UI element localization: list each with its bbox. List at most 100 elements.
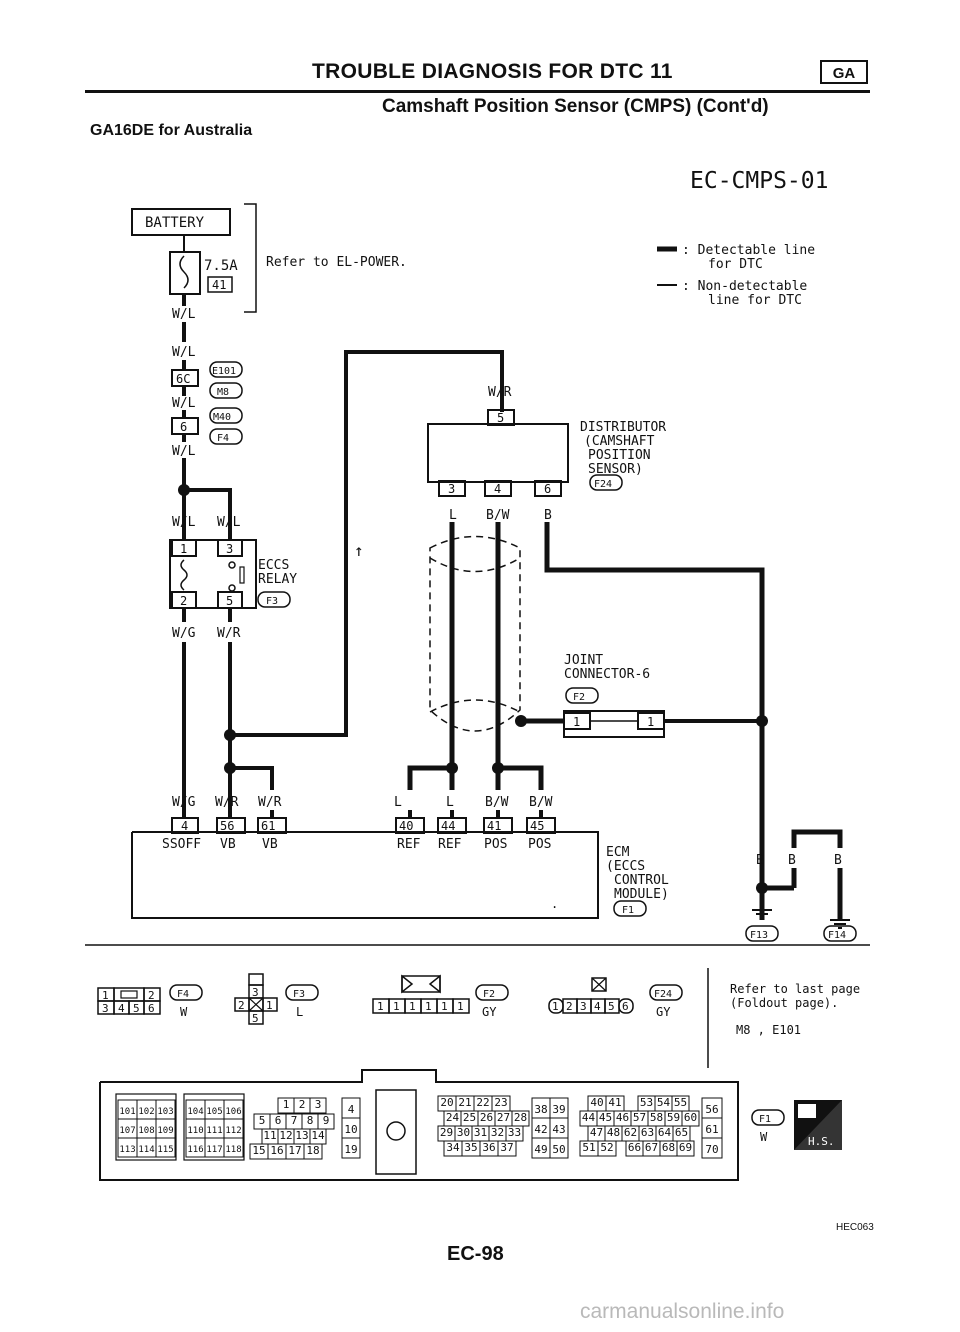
ecm-wire-l-1: L [394, 795, 402, 810]
ecm-pin-number: 68 [662, 1141, 675, 1154]
connector-view-f24-label: F24 [654, 989, 672, 1000]
ecm-block: 4 56 61 40 44 41 45 SSOFF VB VB REF REF … [131, 817, 669, 919]
svg-text:5: 5 [608, 1000, 615, 1013]
hs-badge: H.S. [794, 1100, 842, 1150]
connector-view-f2: 1 1 1 1 1 1 F2 GY [372, 974, 509, 1019]
wire-label-wr-1: W/R [217, 626, 241, 641]
ecm-pin-number: 41 [608, 1096, 621, 1109]
ecm-pin-number: 69 [679, 1141, 692, 1154]
svg-text:3: 3 [252, 986, 259, 999]
ecm-pin-number: 30 [457, 1126, 470, 1139]
ecm-label-3: CONTROL [614, 873, 669, 888]
ecm-pin-number: 4 [348, 1103, 355, 1116]
ecm-pin-number: 37 [500, 1141, 513, 1154]
battery-block: BATTERY Refer to EL-POWER. 7.5A 41 [131, 203, 407, 313]
watermark: carmanualsonline.info [580, 1300, 785, 1323]
ecm-pin-number: 110 [187, 1126, 203, 1136]
svg-text:6: 6 [622, 1000, 629, 1013]
connector-view-f2-color: GY [482, 1005, 497, 1019]
ecm-pin-number: 40 [590, 1096, 603, 1109]
ecm-connector-outline [99, 1069, 739, 1181]
relay-coil-icon [180, 559, 188, 591]
ecm-pin-number: 26 [480, 1111, 493, 1124]
ecm-pin-number: 20 [440, 1096, 453, 1109]
ecm-label-2: (ECCS [606, 859, 645, 874]
ecm-pin-number: 23 [494, 1096, 507, 1109]
ecm-pin-4: 4 [181, 819, 188, 833]
ecm-terminal-vb-1: VB [220, 837, 236, 852]
distributor-pin-6: 6 [544, 482, 551, 496]
relay-switch-icon [228, 561, 236, 569]
wire-label-wl-3: W/L [172, 396, 196, 411]
ecm-pin-number: 104 [187, 1107, 203, 1117]
svg-text:5: 5 [133, 1002, 140, 1015]
ecm-pin-number: 43 [552, 1123, 565, 1136]
ecm-pin-41: 41 [487, 819, 501, 833]
ecm-pin-number: 11 [263, 1129, 276, 1142]
relay-pin-3: 3 [226, 542, 233, 556]
foldout-note-refs: M8 , E101 [736, 1023, 801, 1037]
power-note: Refer to EL-POWER. [266, 255, 407, 270]
legend: : Detectable line for DTC : Non-detectab… [657, 243, 815, 308]
ecm-pin-number: 2 [299, 1098, 306, 1111]
ecm-pin-number: 42 [534, 1123, 547, 1136]
ecm-pin-cell [341, 1137, 361, 1159]
ground-icon [830, 919, 850, 929]
svg-text:2: 2 [238, 999, 245, 1012]
ecm-pin-number: 1 [283, 1098, 290, 1111]
ecm-terminal-ref-1: REF [397, 837, 421, 852]
ecm-pin-number: 8 [307, 1114, 314, 1127]
ecm-pin-number: 62 [624, 1126, 637, 1139]
connector-f24 [589, 474, 623, 491]
connector-f24-label: F24 [594, 479, 612, 490]
connector-view-f3: 3 2 1 5 F3 L [234, 973, 319, 1025]
ecm-pin-number: 106 [225, 1107, 241, 1117]
ecm-pin-number: 46 [616, 1111, 629, 1124]
legend-detectable: : Detectable line [682, 243, 815, 258]
svg-text:1: 1 [457, 1000, 464, 1013]
ecm-wire-bw-2: B/W [529, 795, 553, 810]
ecm-pin-cell [597, 1140, 617, 1157]
wire-label-wl-5: W/L [172, 515, 196, 530]
ecm-pin-number: 49 [534, 1143, 547, 1156]
joint-pin-1a: 1 [573, 715, 580, 729]
connector-f2 [565, 687, 599, 704]
ecm-pin-number: 19 [344, 1143, 357, 1156]
connector-view-f3-label: F3 [293, 989, 305, 1000]
legend-nondetectable: : Non-detectable [682, 279, 807, 294]
relay-label-2: RELAY [258, 572, 297, 587]
ecm-pin-number: 34 [446, 1141, 460, 1154]
connector-f3-label: F3 [266, 596, 278, 607]
ecm-terminal-pos-1: POS [484, 837, 507, 852]
svg-text:1: 1 [409, 1000, 416, 1013]
ecm-pin-number: 3 [315, 1098, 322, 1111]
svg-text:.: . [551, 897, 558, 911]
ecm-pin-number: 48 [607, 1126, 620, 1139]
ecm-pin-number: 15 [252, 1144, 265, 1157]
connector-view-f3-color: L [296, 1005, 303, 1019]
legend-detectable-2: for DTC [708, 257, 763, 272]
connector-m8 [209, 382, 243, 399]
ecm-pin-number: 64 [658, 1126, 672, 1139]
ecm-pin-cell [155, 1137, 176, 1158]
wire-label-wr-dist: W/R [488, 385, 512, 400]
distributor-label-2: (CAMSHAFT [584, 434, 655, 449]
ecm-pin-number: 14 [311, 1129, 325, 1142]
page-title: TROUBLE DIAGNOSIS FOR DTC 11 [312, 60, 673, 83]
ecm-label-4: MODULE) [614, 887, 669, 902]
ecm-pin-61: 61 [261, 819, 275, 833]
page-subtitle: Camshaft Position Sensor (CMPS) (Cont'd) [382, 96, 769, 117]
relay-label: ECCS [258, 558, 289, 573]
ecm-pin-number: 114 [138, 1145, 154, 1155]
ecm-pin-number: 60 [684, 1111, 697, 1124]
ecm-pin-number: 6 [275, 1114, 282, 1127]
ecm-pin-number: 39 [552, 1103, 565, 1116]
ecm-wire-bw-1: B/W [485, 795, 509, 810]
distributor-pin-5: 5 [497, 411, 504, 425]
signal-wires: L L B/W B/W [394, 522, 768, 920]
svg-text:1: 1 [393, 1000, 400, 1013]
diagram-id: EC-CMPS-01 [690, 168, 829, 194]
ecm-pin-number: 103 [157, 1107, 173, 1117]
legend-nondetectable-2: line for DTC [708, 293, 802, 308]
